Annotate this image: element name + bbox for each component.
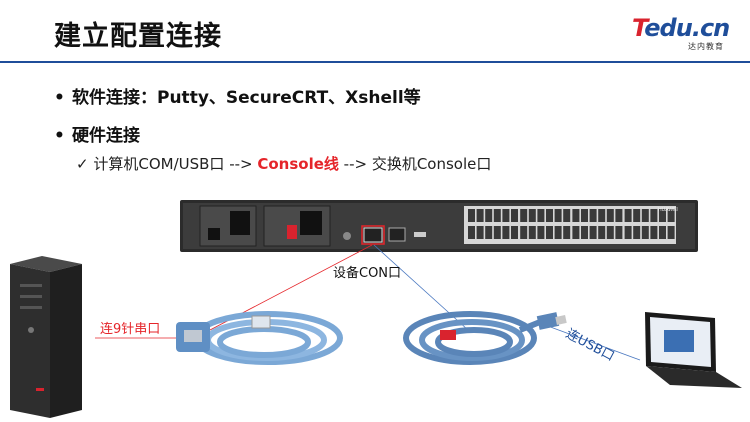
ethernet-port (563, 226, 571, 239)
ethernet-port (641, 226, 649, 239)
ethernet-port (476, 209, 484, 222)
ethernet-port (633, 209, 641, 222)
header-divider (0, 61, 750, 63)
ethernet-port (589, 226, 597, 239)
ethernet-port (615, 226, 623, 239)
con-port-label: 设备CON口 (333, 266, 402, 281)
logo-text: edu.cn (644, 14, 730, 42)
ethernet-port (485, 226, 493, 239)
ethernet-port (633, 226, 641, 239)
ethernet-port (520, 226, 528, 239)
bullet-text: 软件连接：Putty、SecureCRT、Xshell等 (72, 88, 421, 108)
usb-label-line (544, 324, 641, 361)
ethernet-port (528, 209, 536, 222)
ethernet-port (502, 226, 510, 239)
ethernet-port (511, 226, 518, 239)
ethernet-port (468, 226, 475, 239)
bullet-marker: • (54, 126, 65, 146)
ethernet-port (606, 209, 614, 222)
ethernet-port (659, 226, 666, 239)
serial-port-label: 连9针串口 (100, 322, 161, 337)
ethernet-port (537, 209, 545, 222)
ethernet-port (537, 226, 545, 239)
ethernet-port (581, 209, 588, 222)
ethernet-port (650, 226, 658, 239)
ethernet-port (511, 209, 518, 222)
ethernet-port (572, 226, 580, 239)
ethernet-port (493, 226, 501, 239)
switch-device: HUAWEI (180, 200, 698, 252)
ethernet-port (546, 226, 553, 239)
pc-tower-icon (10, 256, 82, 418)
usb-console-cable (403, 311, 567, 365)
bullet-hardware: • 硬件连接 (54, 121, 140, 146)
ethernet-port (667, 209, 675, 222)
ethernet-port (528, 226, 536, 239)
ethernet-port (641, 209, 649, 222)
ethernet-port (659, 209, 666, 222)
slide-title: 建立配置连接 (54, 21, 222, 52)
hardware-line-after: --> 交换机Console口 (338, 155, 492, 173)
check-icon: ✓ (76, 155, 89, 173)
ethernet-port (624, 209, 632, 222)
serial-console-cable (176, 311, 343, 365)
hardware-line-before: 计算机COM/USB口 --> (93, 155, 258, 173)
ethernet-port (493, 209, 501, 222)
ethernet-port (563, 209, 571, 222)
ethernet-port (606, 226, 614, 239)
ethernet-port (468, 209, 475, 222)
ethernet-port (667, 226, 675, 239)
ethernet-port (476, 226, 484, 239)
ethernet-port (589, 209, 597, 222)
ethernet-port (572, 209, 580, 222)
ethernet-ports (468, 209, 675, 239)
ethernet-port (520, 209, 528, 222)
ethernet-port (554, 209, 562, 222)
bullet-text: 硬件连接 (72, 126, 140, 146)
ethernet-port (546, 209, 553, 222)
ethernet-port (598, 209, 606, 222)
logo-letter: T (632, 14, 645, 42)
ethernet-port (581, 226, 588, 239)
ethernet-port (502, 209, 510, 222)
ethernet-port (615, 209, 623, 222)
bullet-software: • 软件连接：Putty、SecureCRT、Xshell等 (54, 83, 421, 108)
ethernet-port (650, 209, 658, 222)
bullet-marker: • (54, 88, 65, 108)
ethernet-port (624, 226, 632, 239)
logo-subtitle: 达内教育 (688, 42, 724, 51)
hardware-connection-line: ✓ 计算机COM/USB口 --> Console线 --> 交换机Consol… (76, 153, 491, 174)
con-port-highlight (361, 225, 385, 245)
ethernet-port (554, 226, 562, 239)
console-cable-highlight: Console线 (257, 155, 339, 173)
ethernet-port (598, 226, 606, 239)
device-brand: HUAWEI (658, 207, 678, 213)
ethernet-port (485, 209, 493, 222)
laptop-icon (645, 312, 742, 388)
tedu-logo: Tedu.cn 达内教育 (632, 14, 732, 56)
